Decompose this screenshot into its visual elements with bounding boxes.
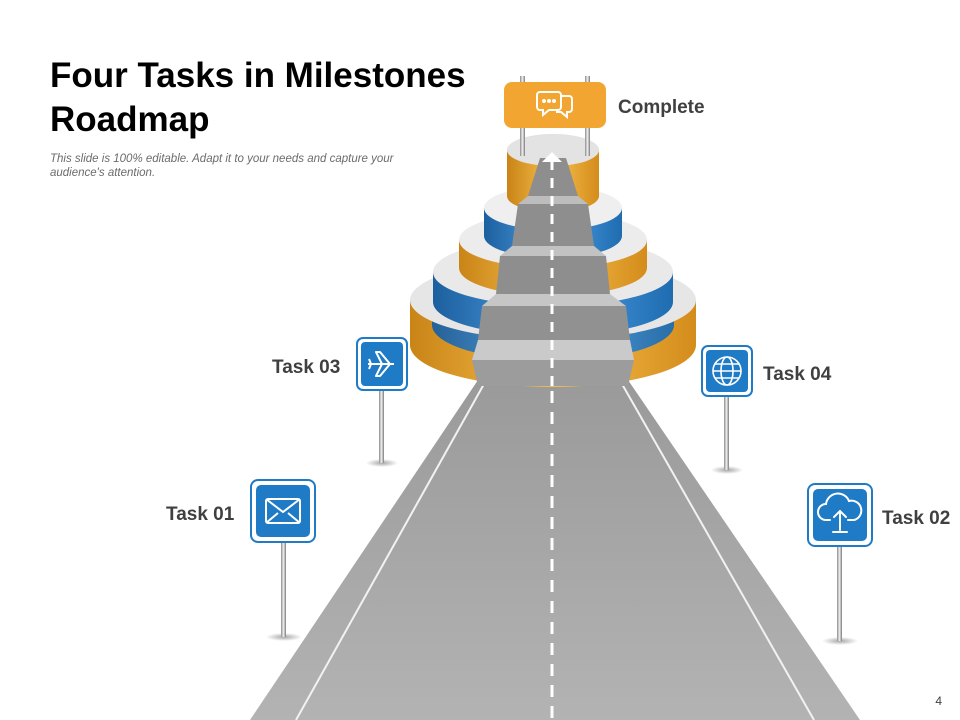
chat-bubbles-icon: [536, 91, 573, 120]
staircase: [472, 152, 634, 386]
task-04-signpost: [701, 345, 753, 474]
task-02-label: Task 02: [882, 508, 951, 529]
page-title: Four Tasks in Milestones Roadmap: [50, 56, 466, 139]
task-04-label: Task 04: [763, 364, 832, 385]
page-number: 4: [935, 694, 942, 708]
task-03-signpost: [356, 337, 408, 467]
task-01-label: Task 01: [166, 504, 235, 525]
task-01-signpost: [250, 479, 316, 641]
envelope-icon: [265, 498, 301, 524]
complete-signpost: [504, 76, 606, 156]
globe-icon: [712, 356, 742, 386]
page-subtitle: This slide is 100% editable. Adapt it to…: [50, 153, 394, 179]
complete-label: Complete: [618, 97, 705, 118]
cloud-upload-icon: [817, 492, 863, 533]
airplane-icon: [368, 351, 394, 377]
task-02-signpost: [807, 483, 873, 645]
task-03-label: Task 03: [272, 357, 341, 378]
